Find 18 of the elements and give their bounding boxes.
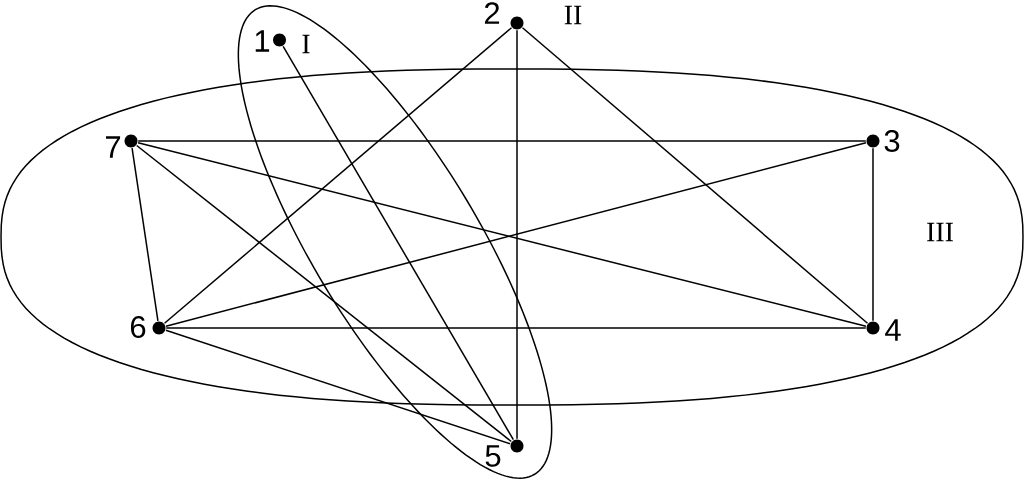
vertex-number: 4: [885, 319, 901, 341]
edge-line: [516, 29, 518, 440]
vertex-number: 5: [485, 445, 501, 467]
vertex-number: 1: [255, 30, 270, 52]
edge-line: [131, 147, 159, 322]
numeral-label: II: [564, 5, 582, 25]
edge-line: [282, 45, 515, 441]
edge-line: [521, 26, 869, 325]
edge-line: [165, 327, 867, 329]
vertex-number: 3: [884, 130, 900, 152]
edge-line: [137, 140, 867, 142]
edge-line: [135, 144, 513, 443]
edge-line: [872, 147, 874, 322]
vertex-number: 2: [484, 2, 500, 24]
vertex-number: 6: [130, 316, 146, 338]
edge-line: [165, 329, 511, 445]
edge-line: [163, 26, 513, 325]
vertex-number: 7: [106, 136, 121, 158]
